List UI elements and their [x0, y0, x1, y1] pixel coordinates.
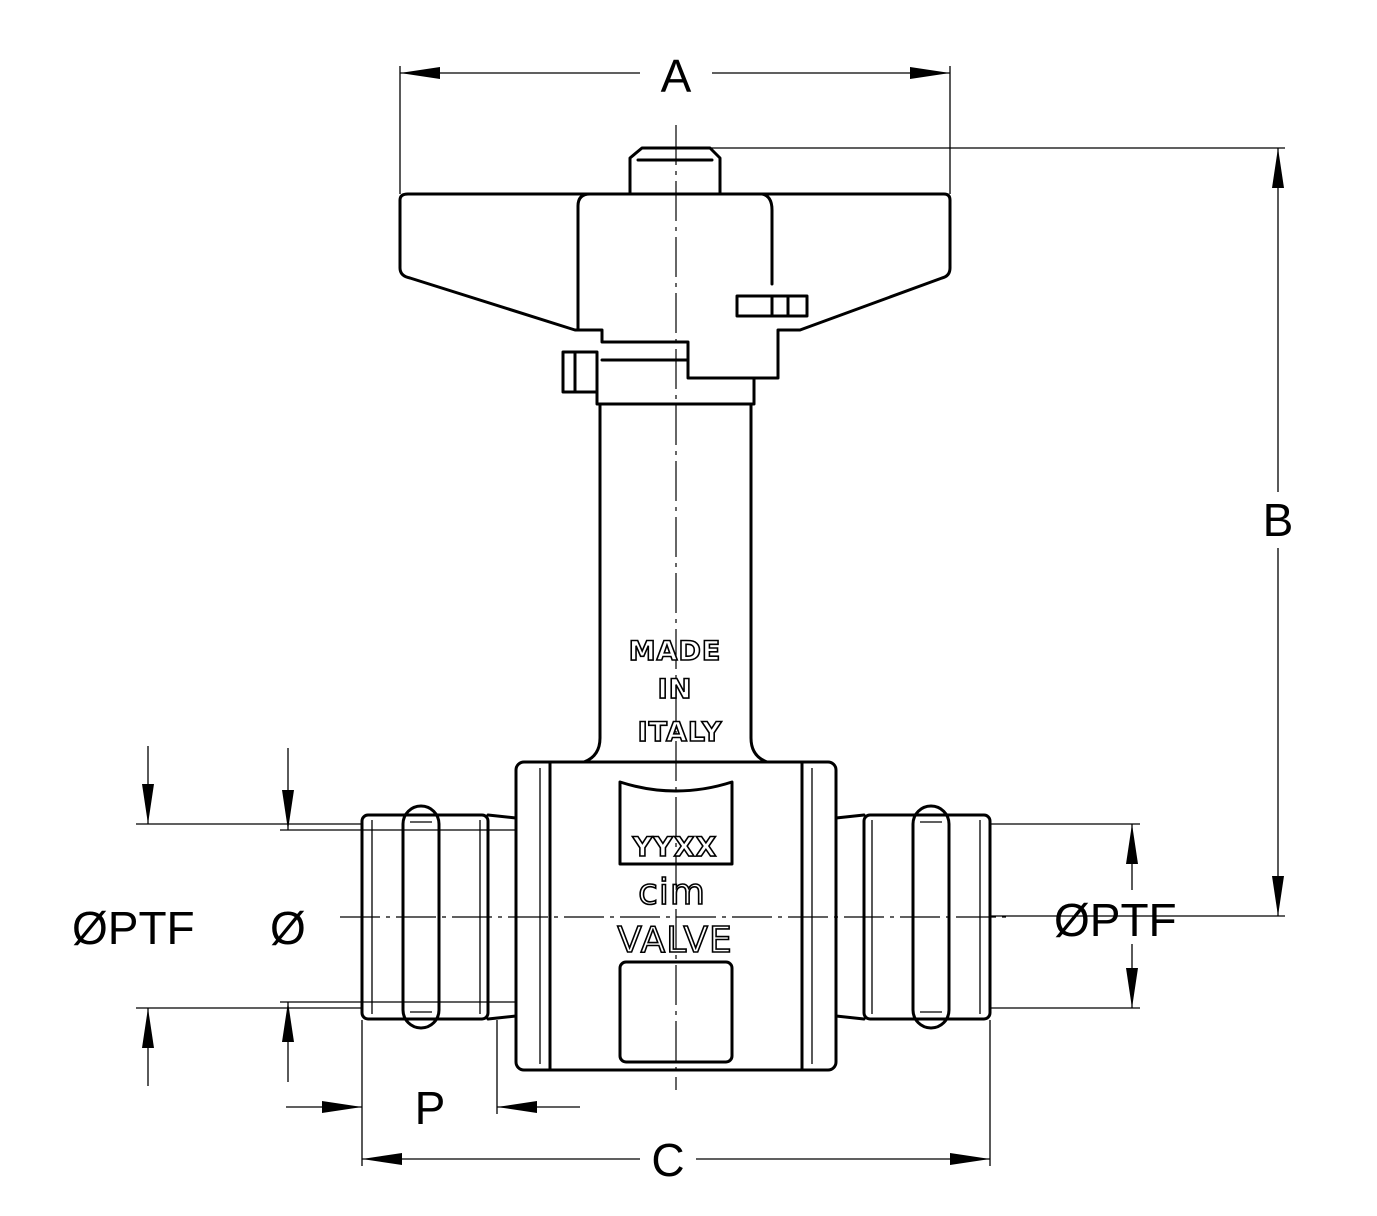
center-lines — [340, 125, 1010, 1090]
marking-code: YYXX — [632, 832, 718, 863]
dimension-c-label: C — [651, 1134, 684, 1186]
dimension-a-label: A — [661, 50, 692, 102]
marking-brand-logo: cim — [638, 872, 706, 913]
t-handle — [398, 192, 952, 394]
handle-nut — [628, 146, 722, 196]
dimension-lines — [136, 66, 1285, 1166]
marking-in: IN — [658, 674, 693, 705]
dimension-p-label: P — [415, 1082, 446, 1134]
marking-made: MADE — [629, 636, 722, 667]
marking-valve: VALVE — [617, 920, 732, 961]
dimension-b-label: B — [1263, 494, 1294, 546]
dimension-ptf-left-label: ØPTF — [72, 902, 195, 954]
left-press-fit — [360, 804, 518, 1030]
dimension-ptf-right-label: ØPTF — [1054, 894, 1177, 946]
marking-italy: ITALY — [638, 717, 723, 748]
dimension-diameter-label: Ø — [270, 902, 306, 954]
